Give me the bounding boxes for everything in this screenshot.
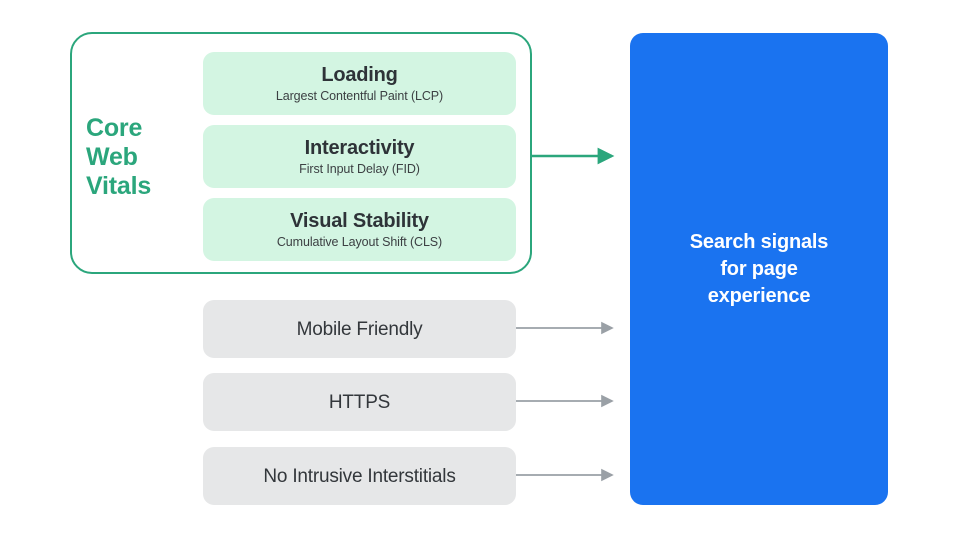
- signal-title: HTTPS: [328, 391, 391, 413]
- metric-card-loading[interactable]: Loading Largest Contentful Paint (LCP): [203, 52, 516, 115]
- metric-card-visual-stability[interactable]: Visual Stability Cumulative Layout Shift…: [203, 198, 516, 261]
- core-web-vitals-group-label: Core Web Vitals: [86, 114, 196, 201]
- outcome-label: Search signals for page experience: [689, 230, 829, 307]
- signal-card-mobile-friendly[interactable]: Mobile Friendly: [203, 300, 516, 358]
- signal-title: Mobile Friendly: [296, 318, 423, 340]
- metric-title: Interactivity: [304, 136, 415, 159]
- metric-subtitle: First Input Delay (FID): [299, 161, 420, 176]
- metric-card-interactivity[interactable]: Interactivity First Input Delay (FID): [203, 125, 516, 188]
- search-signals-outcome-panel[interactable]: Search signals for page experience: [630, 33, 888, 505]
- signal-card-no-intrusive-interstitials[interactable]: No Intrusive Interstitials: [203, 447, 516, 505]
- core-web-vitals-label-line-2: Web: [86, 143, 138, 171]
- signal-title: No Intrusive Interstitials: [263, 465, 456, 487]
- core-web-vitals-label-line-1: Core: [86, 114, 143, 142]
- core-web-vitals-label-line-3: Vitals: [86, 172, 152, 200]
- metric-subtitle: Largest Contentful Paint (LCP): [275, 88, 444, 103]
- signal-card-https[interactable]: HTTPS: [203, 373, 516, 431]
- metric-title: Loading: [321, 63, 398, 86]
- metric-subtitle: Cumulative Layout Shift (CLS): [276, 234, 443, 249]
- metric-title: Visual Stability: [290, 209, 429, 232]
